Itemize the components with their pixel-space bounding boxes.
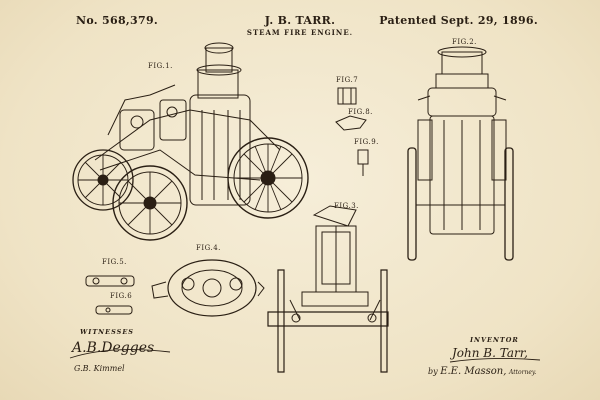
fig8-detail bbox=[336, 116, 366, 130]
fig8-label: FIG.8. bbox=[348, 108, 373, 116]
fig1-label: FIG.1. bbox=[148, 62, 173, 70]
witness-1-signature: A.B.Degges bbox=[72, 340, 155, 356]
fig6-detail bbox=[96, 306, 132, 314]
inventor-signature-flourish bbox=[450, 358, 540, 362]
witness-2-signature: G.B. Kimmel bbox=[74, 364, 125, 373]
fig1-engine-drawing bbox=[73, 43, 308, 240]
patent-title-block: J. B. TARR. STEAM FIRE ENGINE. bbox=[0, 14, 600, 37]
invention-title: STEAM FIRE ENGINE. bbox=[246, 28, 354, 37]
attorney-prefix: by bbox=[428, 367, 438, 376]
fig7-detail bbox=[338, 88, 356, 104]
fig2-rear-elevation bbox=[408, 47, 513, 260]
fig3-pump-section bbox=[268, 206, 388, 372]
fig4-label: FIG.4. bbox=[196, 244, 221, 252]
fig3-label: FIG.3. bbox=[334, 202, 359, 210]
witnesses-label: WITNESSES bbox=[80, 328, 134, 336]
fig4-pump-plan bbox=[152, 260, 264, 316]
inventor-label: INVENTOR bbox=[470, 336, 519, 344]
inventor-heading: J. B. TARR. bbox=[264, 14, 336, 27]
fig5-label: FIG.5. bbox=[102, 258, 127, 266]
witness-signature-flourish bbox=[70, 350, 170, 358]
fig6-label: FIG.6 bbox=[110, 292, 133, 300]
fig7-label: FIG.7 bbox=[336, 76, 359, 84]
fig2-label: FIG.2. bbox=[452, 38, 477, 46]
fig9-label: FIG.9. bbox=[354, 138, 379, 146]
inventor-signature: John B. Tarr, bbox=[452, 346, 528, 360]
attorney-suffix: Attorney. bbox=[508, 369, 537, 376]
fig9-detail bbox=[358, 150, 368, 176]
patent-number: No. 568,379. bbox=[76, 14, 159, 27]
attorney-line: by E.E. Masson, Attorney. bbox=[428, 366, 536, 377]
attorney-name: E.E. Masson, bbox=[440, 366, 507, 377]
fig5-detail bbox=[86, 276, 134, 286]
patent-date: Patented Sept. 29, 1896. bbox=[379, 14, 538, 27]
